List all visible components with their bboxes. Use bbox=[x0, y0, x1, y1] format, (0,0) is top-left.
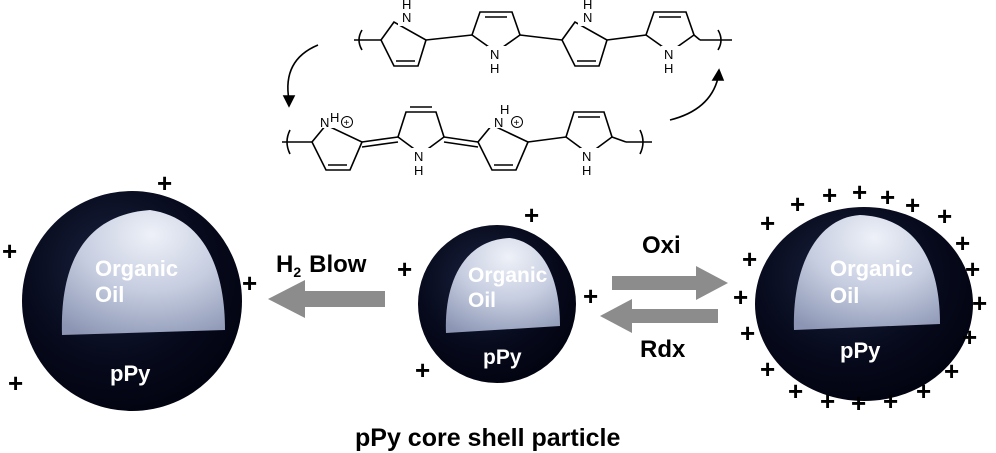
atom-h: H bbox=[414, 163, 423, 178]
core-label: Organic bbox=[95, 256, 178, 281]
polypyrrole-structure bbox=[282, 11, 732, 171]
plus-sign: + bbox=[905, 190, 920, 220]
plus-sign: + bbox=[583, 281, 598, 311]
core-label: Organic bbox=[468, 264, 548, 287]
plus-sign: + bbox=[916, 376, 931, 406]
plus-sign: + bbox=[157, 168, 172, 198]
plus-sign: + bbox=[740, 318, 755, 348]
plus-sign: + bbox=[397, 254, 412, 284]
plus-sign: + bbox=[937, 201, 952, 231]
plus-sign: + bbox=[962, 322, 977, 352]
organic-oil-core bbox=[445, 238, 560, 333]
atom-n: N bbox=[320, 115, 329, 130]
atom-n: N bbox=[490, 47, 499, 62]
particle-right: Organic Oil pPy bbox=[755, 207, 973, 401]
reduction-arrow bbox=[600, 299, 718, 333]
plus-sign: + bbox=[733, 282, 748, 312]
plus-sign: + bbox=[2, 236, 17, 266]
curved-arrow-right bbox=[669, 77, 719, 121]
organic-oil-core bbox=[793, 215, 940, 330]
plus-sign: + bbox=[788, 376, 803, 406]
curved-arrow-right-head bbox=[711, 68, 725, 81]
oxi-label: Oxi bbox=[642, 232, 681, 259]
pyrrole-ring-1 bbox=[380, 20, 427, 67]
plus-sign: + bbox=[851, 388, 866, 418]
organic-oil-core bbox=[61, 210, 226, 335]
pyrrole-ring-6 bbox=[397, 111, 445, 155]
blow-arrow bbox=[268, 280, 385, 318]
atom-labels: N H N H N H N H N H + N H H N + N H bbox=[319, 0, 681, 178]
plus-sign: + bbox=[822, 180, 837, 210]
caption: pPy core shell particle bbox=[355, 424, 620, 452]
curved-arrow-left bbox=[287, 44, 319, 101]
plus-sign: + bbox=[524, 200, 539, 230]
shell-label: pPy bbox=[840, 338, 881, 363]
plus-sign: + bbox=[8, 368, 23, 398]
plus-sign: + bbox=[852, 177, 867, 207]
core-label: Organic bbox=[830, 256, 913, 281]
core-label: Oil bbox=[468, 289, 496, 312]
plus-sign: + bbox=[415, 355, 430, 385]
atom-h: H bbox=[330, 110, 339, 125]
subscript-2: 2 bbox=[293, 264, 301, 280]
atom-h: H bbox=[402, 0, 411, 12]
atom-h: H bbox=[490, 61, 499, 76]
pyrrole-ring-3 bbox=[561, 20, 608, 67]
shell-label: pPy bbox=[483, 346, 522, 369]
core-label: Oil bbox=[95, 282, 124, 307]
plus-sign: + bbox=[760, 208, 775, 238]
rdx-label: Rdx bbox=[640, 336, 686, 363]
pyrrole-ring-7 bbox=[477, 124, 530, 171]
atom-h: H bbox=[583, 0, 592, 12]
surface-charges: + + + + + + + + + + + + + + + + + + + + … bbox=[2, 168, 987, 418]
atom-n: N bbox=[583, 10, 592, 25]
atom-h: H bbox=[582, 163, 591, 178]
plus-sign: + bbox=[790, 189, 805, 219]
plus-sign: + bbox=[242, 268, 257, 298]
plus-sign: + bbox=[955, 228, 970, 258]
plus-sign: + bbox=[883, 386, 898, 416]
plus-sign: + bbox=[944, 356, 959, 386]
core-label: Oil bbox=[830, 283, 859, 308]
charge-plus: + bbox=[344, 118, 350, 129]
atom-n: N bbox=[402, 10, 411, 25]
plus-sign: + bbox=[742, 244, 757, 274]
curved-arrow-left-head bbox=[282, 95, 296, 108]
atom-n: N bbox=[664, 47, 673, 62]
atom-h: H bbox=[664, 61, 673, 76]
pyrrole-ring-5 bbox=[311, 124, 364, 171]
atom-n: N bbox=[582, 149, 591, 164]
particle-middle: Organic Oil pPy bbox=[418, 225, 576, 383]
plus-sign: + bbox=[965, 254, 980, 284]
plus-sign: + bbox=[880, 182, 895, 212]
pyrrole-ring-8 bbox=[565, 111, 613, 155]
particle-left: Organic Oil pPy bbox=[22, 191, 242, 411]
charge-plus: + bbox=[514, 118, 520, 129]
plus-sign: + bbox=[820, 386, 835, 416]
plus-sign: + bbox=[760, 354, 775, 384]
plus-sign: + bbox=[972, 288, 987, 318]
atom-n: N bbox=[414, 149, 423, 164]
oxidation-arrow bbox=[612, 266, 728, 300]
atom-h: H bbox=[500, 102, 509, 117]
shell-label: pPy bbox=[110, 361, 151, 386]
atom-n: N bbox=[494, 115, 503, 130]
